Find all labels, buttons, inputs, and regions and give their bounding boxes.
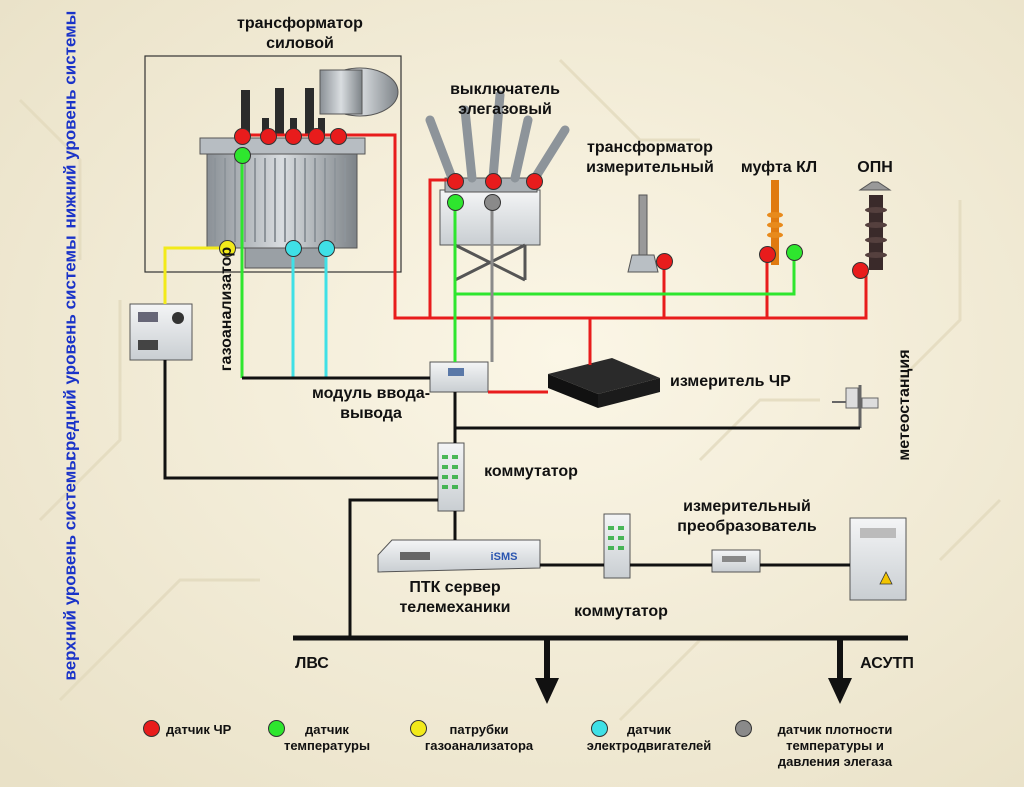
scada-arrow	[828, 640, 852, 704]
gas-breaker-label: выключатель элегазовый	[450, 81, 560, 118]
scada-label: АСУТП	[860, 655, 914, 672]
legend-label: патрубки газоанализатора	[424, 722, 534, 753]
power-transformer-label: трансформатор силовой	[237, 15, 363, 52]
surge-arrester-illustration	[858, 181, 892, 270]
transducer-device	[711, 549, 761, 573]
instrument-transformer-label: трансформатор измерительный	[586, 139, 714, 176]
switch-1-label: коммутатор	[484, 463, 578, 480]
motor-sensor-dot	[285, 240, 302, 257]
io-module-device	[429, 361, 489, 393]
gas-pipe-dot	[219, 240, 236, 257]
server-brand-label: iSMS	[490, 551, 518, 563]
pd-sensor-dot	[234, 128, 251, 145]
level-upper-label: верхний уровень системы	[60, 456, 80, 681]
motor-sensor-dot	[318, 240, 335, 257]
switch-2-device	[603, 513, 631, 579]
legend-swatch	[143, 720, 160, 737]
pd-sensor-dot	[759, 246, 776, 263]
surge-arrester-label: ОПН	[857, 159, 893, 176]
pd-sensor-dot	[485, 173, 502, 190]
pd-meter-device	[548, 358, 660, 408]
pd-meter-label: измеритель ЧР	[670, 373, 791, 390]
temperature-sensor-dot	[447, 194, 464, 211]
io-module-label: модуль ввода-вывода	[311, 385, 431, 422]
pd-sensor-dot	[447, 173, 464, 190]
cable-coupling-label: муфта КЛ	[740, 159, 818, 176]
transducer-label: измерительный преобразователь	[677, 498, 817, 535]
pd-sensor-dot	[260, 128, 277, 145]
sf6-sensor-dot	[484, 194, 501, 211]
wiring	[163, 133, 868, 638]
transformer-frame	[144, 55, 402, 273]
legend-label: датчик электродвигателей	[586, 722, 712, 753]
gas-analyzer-label: газоанализатор	[218, 246, 235, 372]
legend-swatch	[591, 720, 608, 737]
pd-sensor-dot	[285, 128, 302, 145]
level-middle-label: средний уровень системы	[60, 235, 80, 461]
legend-swatch	[410, 720, 427, 737]
scada-cabinet-device	[849, 517, 907, 601]
legend-label: датчик ЧР	[166, 722, 232, 737]
switch-1-device	[437, 442, 465, 512]
pd-sensor-dot	[852, 262, 869, 279]
legend-swatch	[735, 720, 752, 737]
legend-label: датчик плотности температуры и давления …	[777, 722, 893, 769]
instrument-transformer-illustration	[627, 194, 659, 273]
pd-sensor-dot	[308, 128, 325, 145]
server-device	[377, 539, 541, 573]
legend-label: датчик температуры	[283, 722, 371, 753]
gas-analyzer-device	[129, 303, 193, 361]
temperature-sensor-dot	[234, 147, 251, 164]
pd-sensor-dot	[526, 173, 543, 190]
temperature-sensor-dot	[786, 244, 803, 261]
pd-sensor-dot	[330, 128, 347, 145]
server-label: ПТК сервер телемеханики	[399, 579, 511, 616]
level-lower-label: нижний уровень системы	[60, 10, 80, 229]
power-transformer-illustration	[199, 67, 399, 269]
lan-arrow	[535, 640, 559, 704]
legend-swatch	[268, 720, 285, 737]
switch-2-label: коммутатор	[574, 603, 668, 620]
lan-label: ЛВС	[295, 655, 329, 672]
weather-station-label: метеостанция	[896, 349, 913, 461]
weather-station-device	[832, 385, 879, 428]
pd-sensor-dot	[656, 253, 673, 270]
